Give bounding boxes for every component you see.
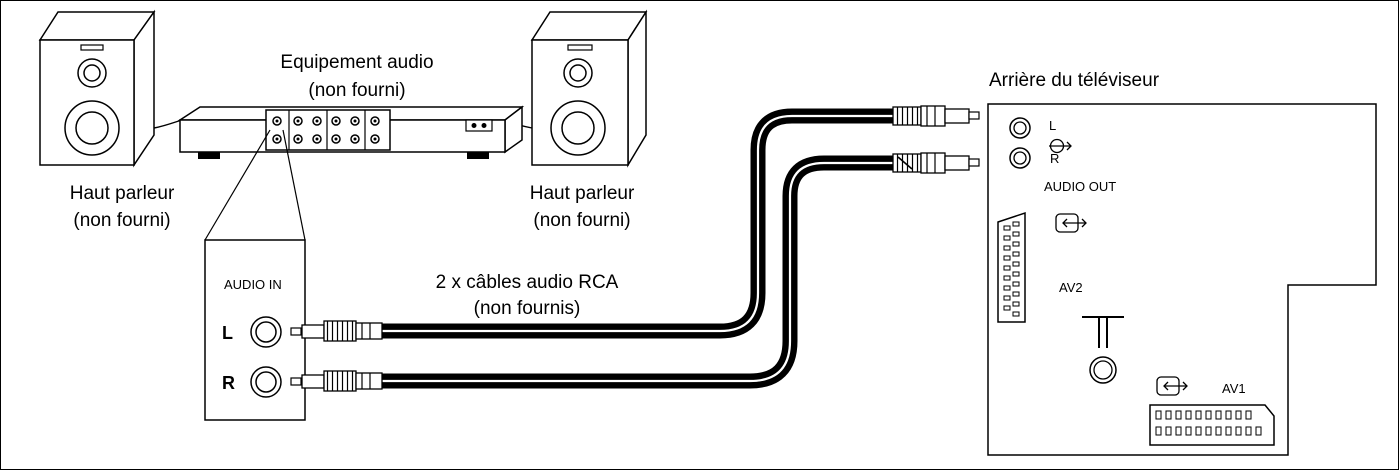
audio-out-label: AUDIO OUT bbox=[1044, 179, 1116, 194]
rca-cable-right bbox=[382, 155, 895, 389]
speaker-right-label: Haut parleur bbox=[530, 183, 635, 204]
av1-io-icon bbox=[1156, 376, 1188, 396]
audio-equipment-label: Equipement audio bbox=[280, 52, 433, 73]
audio-equipment-note: (non fourni) bbox=[308, 80, 405, 101]
speaker-left-label: Haut parleur bbox=[70, 183, 175, 204]
zoom-line-right bbox=[282, 129, 306, 241]
right-speaker bbox=[530, 9, 648, 168]
rca-plug-right-in bbox=[301, 370, 383, 392]
tv-rear-panel bbox=[987, 103, 1377, 456]
rca-plug-left-out bbox=[892, 105, 980, 127]
rca-cable-left bbox=[382, 108, 895, 339]
audio-in-label: AUDIO IN bbox=[224, 277, 282, 292]
av1-scart-connector bbox=[1149, 404, 1275, 446]
speaker-right-note: (non fourni) bbox=[533, 210, 630, 231]
rca-plug-right-out bbox=[892, 152, 980, 174]
output-arrow-icon bbox=[1049, 138, 1072, 154]
tv-left-label: L bbox=[1049, 118, 1056, 133]
av2-scart-connector bbox=[997, 211, 1026, 323]
cables-note: (non fournis) bbox=[474, 298, 581, 319]
left-speaker bbox=[38, 9, 156, 168]
cables-label: 2 x câbles audio RCA bbox=[436, 272, 619, 293]
audio-in-left-label: L bbox=[222, 323, 233, 343]
left-speaker-wire bbox=[153, 119, 183, 129]
antenna-icon bbox=[1082, 316, 1124, 384]
audio-in-right-label: R bbox=[222, 373, 235, 393]
tv-rear-label: Arrière du téléviseur bbox=[989, 70, 1160, 91]
av2-label: AV2 bbox=[1059, 280, 1083, 295]
av1-label: AV1 bbox=[1222, 381, 1246, 396]
av2-io-icon bbox=[1055, 213, 1087, 233]
audio-equipment bbox=[177, 105, 525, 159]
zoom-line-left bbox=[204, 129, 271, 241]
speaker-left-note: (non fourni) bbox=[73, 210, 170, 231]
rca-plug-left-in bbox=[301, 320, 383, 342]
tv-right-label: R bbox=[1050, 151, 1059, 166]
audio-in-panel bbox=[204, 239, 306, 421]
